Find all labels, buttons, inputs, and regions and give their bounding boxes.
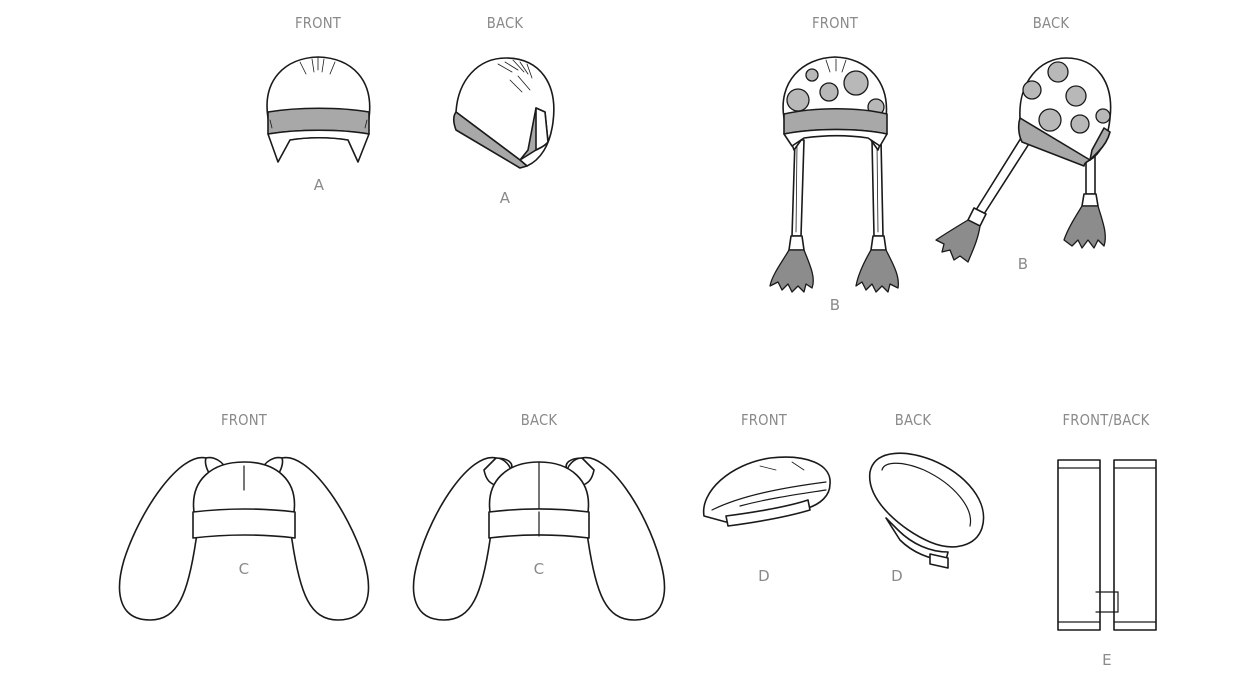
- view-label-a-front: FRONT: [295, 14, 341, 32]
- hat-b-back: [935, 57, 1112, 263]
- view-letter-b-back: B: [1017, 255, 1029, 273]
- view-letter-b-front: B: [829, 296, 841, 314]
- view-letter-d-front: D: [758, 567, 770, 585]
- hat-d-back: [869, 452, 985, 569]
- view-label-a-back: BACK: [486, 14, 524, 32]
- view-label-e-frontback: FRONT/BACK: [1062, 411, 1150, 429]
- view-label-b-front: FRONT: [812, 14, 858, 32]
- hat-c-front: [118, 456, 370, 621]
- view-letter-c-back: C: [533, 560, 545, 578]
- view-letter-c-front: C: [238, 560, 250, 578]
- hat-c-back: [412, 456, 666, 621]
- view-letter-a-back: A: [499, 189, 511, 207]
- view-label-c-front: FRONT: [221, 411, 267, 429]
- view-label-d-front: FRONT: [741, 411, 787, 429]
- item-e-frontback: [1057, 459, 1157, 631]
- view-label-c-back: BACK: [520, 411, 558, 429]
- view-letter-d-back: D: [891, 567, 903, 585]
- view-letter-e-frontback: E: [1102, 651, 1112, 669]
- view-letter-a-front: A: [313, 176, 325, 194]
- hat-b-front: [769, 56, 899, 293]
- hat-a-front: [266, 56, 371, 163]
- view-label-d-back: BACK: [894, 411, 932, 429]
- hat-a-back: [452, 57, 555, 169]
- view-label-b-back: BACK: [1032, 14, 1070, 32]
- hat-d-front: [702, 456, 831, 527]
